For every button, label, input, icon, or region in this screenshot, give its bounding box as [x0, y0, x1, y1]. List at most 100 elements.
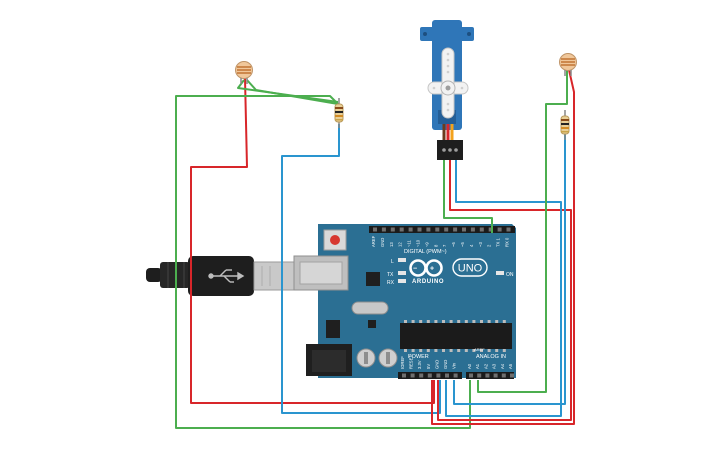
power-pin-hole[interactable] — [410, 373, 415, 378]
digital-pin-label: ~3 — [478, 242, 483, 247]
analog-pin-label: A1 — [475, 363, 480, 369]
power-header-holes — [402, 373, 458, 378]
digital-pin-label: 4 — [469, 244, 474, 247]
led-tx-label: TX — [387, 272, 394, 278]
led-on — [496, 271, 504, 275]
power-pin-label: GND — [434, 360, 439, 369]
digital-pin-hole[interactable] — [506, 227, 511, 232]
crystal-oscillator — [351, 301, 389, 315]
digital-pin-hole[interactable] — [479, 227, 484, 232]
led-l-label: L — [391, 259, 394, 265]
power-pin-label: GND — [443, 360, 448, 369]
voltage-regulator — [326, 320, 340, 338]
digital-pin-hole[interactable] — [390, 227, 395, 232]
analog-header — [466, 372, 514, 379]
usb-cable[interactable] — [146, 256, 295, 296]
wire-green-servo-signal — [443, 160, 493, 233]
analog-pin-hole[interactable] — [493, 373, 498, 378]
power-pin-label: RESET — [409, 355, 414, 369]
svg-text:AREF: AREF — [474, 347, 485, 352]
digital-pin-label: 8 — [433, 244, 438, 247]
servo-horn[interactable] — [427, 47, 469, 119]
digital-pin-hole[interactable] — [399, 227, 404, 232]
digital-pin-label: ~10 — [416, 239, 421, 247]
analog-pin-hole[interactable] — [469, 373, 473, 378]
digital-pin-label: TX 1 — [496, 237, 501, 247]
analog-pin-label: A4 — [500, 363, 505, 369]
digital-header-holes — [373, 227, 511, 232]
power-pin-label: 3.3V — [417, 360, 422, 369]
power-pin-label: IOREF — [400, 356, 405, 369]
photoresistor-left[interactable] — [235, 61, 253, 85]
digital-header — [369, 226, 515, 233]
analog-pin-hole[interactable] — [510, 373, 514, 378]
power-label: POWER — [408, 354, 429, 360]
digital-pin-hole[interactable] — [417, 227, 422, 232]
analog-pin-hole[interactable] — [485, 373, 490, 378]
digital-pin-hole[interactable] — [497, 227, 502, 232]
wire-blue-resistor-right-gnd — [453, 130, 566, 405]
digital-pin-hole[interactable] — [462, 227, 466, 232]
digital-pin-label: 2 — [487, 244, 492, 247]
servo-motor[interactable] — [420, 20, 474, 160]
digital-pin-label: ~9 — [424, 242, 429, 247]
power-pin-hole[interactable] — [436, 373, 441, 378]
digital-pin-hole[interactable] — [444, 227, 449, 232]
usb-plug-metal — [253, 261, 295, 291]
wire-red-servo-power — [437, 160, 572, 421]
digital-header-label: DIGITAL (PWM~) — [404, 249, 447, 255]
digital-pin-label: GND — [380, 238, 385, 247]
wire-blue-servo-gnd — [445, 160, 562, 417]
digital-pin-hole[interactable] — [470, 227, 475, 232]
analog-pin-hole[interactable] — [477, 373, 482, 378]
power-pin-hole[interactable] — [402, 373, 406, 378]
power-pin-hole[interactable] — [427, 373, 432, 378]
digital-pin-hole[interactable] — [435, 227, 440, 232]
chip-pins — [404, 320, 506, 323]
digital-pin-hole[interactable] — [426, 227, 431, 232]
led-rx — [398, 279, 406, 283]
analog-pin-label: A2 — [483, 363, 488, 369]
atmega-chip — [400, 323, 512, 349]
wire-blue-resistor-left-gnd — [281, 124, 441, 414]
power-pin-label: Vin — [452, 362, 457, 369]
wire-red-ldr-left-5v — [190, 77, 435, 404]
analog-pin-hole[interactable] — [501, 373, 506, 378]
wires — [175, 69, 575, 429]
power-pin-hole[interactable] — [453, 373, 458, 378]
svg-text:−: − — [413, 266, 417, 273]
power-pin-hole[interactable] — [445, 373, 449, 378]
usb-chip — [366, 272, 380, 286]
led-l — [398, 258, 406, 262]
resistor-left[interactable] — [334, 98, 344, 128]
led-on-label: ON — [506, 272, 514, 278]
digital-pin-hole[interactable] — [453, 227, 458, 232]
analog-pin-label: A3 — [492, 363, 497, 369]
wire-green-ldr-left-resistor — [237, 79, 339, 103]
digital-pin-hole[interactable] — [408, 227, 413, 232]
digital-pin-label: ~6 — [451, 242, 456, 247]
led-tx — [398, 271, 406, 275]
digital-pin-hole[interactable] — [381, 227, 386, 232]
power-pin-hole[interactable] — [419, 373, 424, 378]
chip-pins — [404, 349, 506, 352]
led-rx-label: RX — [387, 280, 395, 286]
analog-label: ANALOG IN — [476, 354, 506, 360]
analog-header-holes — [469, 373, 514, 378]
photoresistor-right[interactable] — [559, 53, 577, 77]
resistor-right[interactable] — [560, 110, 570, 140]
brand-label: ARDUINO — [412, 279, 444, 285]
svg-text:+: + — [430, 266, 434, 273]
reset-button-cap[interactable] — [330, 235, 340, 245]
power-pin-label: 5V — [426, 364, 431, 369]
wire-green-ldr-left-resistor-2 — [246, 79, 339, 105]
digital-pin-hole[interactable] — [488, 227, 493, 232]
digital-pin-label: 12 — [398, 242, 403, 247]
model-label: UNO — [458, 263, 483, 275]
digital-pin-hole[interactable] — [373, 227, 377, 232]
digital-pin-label: RX 0 — [505, 237, 510, 247]
